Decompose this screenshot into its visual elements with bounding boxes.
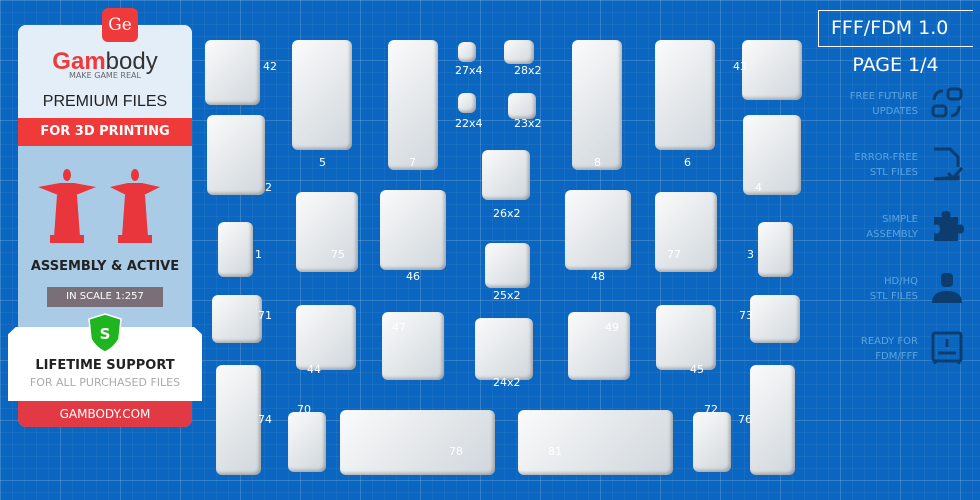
part-label: 73 — [739, 309, 753, 322]
printer-icon — [931, 331, 963, 364]
file-check-icon — [933, 147, 964, 181]
part-label: 26x2 — [493, 207, 521, 220]
shield-icon: S — [88, 313, 122, 353]
model-part-74 — [216, 365, 261, 475]
printing-band: FOR 3D PRINTING — [18, 118, 192, 146]
support-subtitle: FOR ALL PURCHASED FILES — [29, 376, 181, 389]
part-label: 48 — [591, 270, 605, 283]
part-label: 24x2 — [493, 376, 521, 389]
model-part-3 — [758, 222, 793, 277]
model-part-73 — [750, 295, 800, 343]
part-label: 76 — [738, 413, 752, 426]
model-part-25x2 — [485, 243, 530, 288]
part-label: 5 — [319, 156, 326, 169]
part-label: 28x2 — [514, 64, 542, 77]
format-label: FFF/FDM 1.0 — [818, 10, 973, 47]
model-part-75 — [296, 192, 358, 272]
model-part-71 — [212, 295, 262, 343]
model-part-5 — [292, 40, 352, 150]
part-label: 1 — [255, 248, 262, 261]
part-label: 6 — [684, 156, 691, 169]
scale-badge: IN SCALE 1:257 — [47, 287, 163, 307]
model-part-47 — [382, 312, 444, 380]
part-label: 75 — [331, 248, 345, 261]
model-part-46 — [380, 190, 446, 270]
website-link[interactable]: GAMBODY.COM — [18, 401, 192, 427]
model-part-70 — [288, 412, 326, 472]
assembly-heading: ASSEMBLY & ACTIVE — [30, 259, 180, 274]
svg-text:S: S — [100, 325, 111, 343]
part-label: 8 — [594, 156, 601, 169]
model-part-27x4 — [458, 42, 476, 62]
model-part-77 — [655, 192, 717, 272]
part-label: 77 — [667, 248, 681, 261]
part-label: 74 — [258, 413, 272, 426]
part-label: 49 — [605, 321, 619, 334]
part-label: 27x4 — [455, 64, 483, 77]
model-part-48 — [565, 190, 631, 270]
part-label: 45 — [690, 363, 704, 376]
part-label: 7 — [409, 156, 416, 169]
part-label: 43 — [733, 60, 747, 73]
part-label: 42 — [263, 60, 277, 73]
ironman-icon — [932, 273, 962, 303]
part-label: 44 — [307, 363, 321, 376]
model-part-1 — [218, 222, 253, 277]
model-part-2 — [207, 115, 265, 195]
model-part-7 — [388, 40, 438, 170]
part-label: 81 — [548, 445, 562, 458]
model-part-24x2 — [475, 318, 533, 380]
tagline: MAKE GAME REAL — [69, 71, 141, 80]
model-part-4 — [743, 115, 801, 195]
puzzle-icon — [934, 211, 964, 241]
part-label: 4 — [755, 181, 762, 194]
part-label: 3 — [747, 248, 754, 261]
model-part-42 — [205, 40, 260, 105]
model-part-28x2 — [504, 40, 534, 64]
gambody-logo-icon: Ge — [102, 8, 138, 42]
model-part-72 — [693, 412, 731, 472]
model-part-45 — [656, 305, 716, 370]
model-part-6 — [655, 40, 715, 150]
model-part-23x2 — [508, 93, 536, 119]
figures-illustration-icon — [38, 169, 160, 243]
brand-name: Gambody — [52, 48, 158, 75]
model-part-78 — [340, 410, 495, 475]
part-label: 72 — [704, 403, 718, 416]
part-label: 22x4 — [455, 117, 483, 130]
part-label: 70 — [297, 403, 311, 416]
model-part-44 — [296, 305, 356, 370]
part-label: 47 — [392, 321, 406, 334]
model-part-43 — [742, 40, 802, 100]
premium-heading: PREMIUM FILES — [42, 93, 168, 110]
model-part-76 — [750, 365, 795, 475]
part-label: 2 — [265, 181, 272, 194]
part-label: 46 — [406, 270, 420, 283]
model-part-8 — [572, 40, 622, 170]
page-indicator: PAGE 1/4 — [852, 54, 939, 76]
part-label: 78 — [449, 445, 463, 458]
model-part-49 — [568, 312, 630, 380]
model-part-26x2 — [482, 150, 530, 200]
model-part-81 — [518, 410, 673, 475]
part-label: 25x2 — [493, 289, 521, 302]
part-label: 71 — [258, 309, 272, 322]
part-label: 23x2 — [514, 117, 542, 130]
support-title: LIFETIME SUPPORT — [35, 358, 175, 373]
model-part-22x4 — [458, 93, 476, 113]
refresh-icon — [931, 87, 963, 118]
